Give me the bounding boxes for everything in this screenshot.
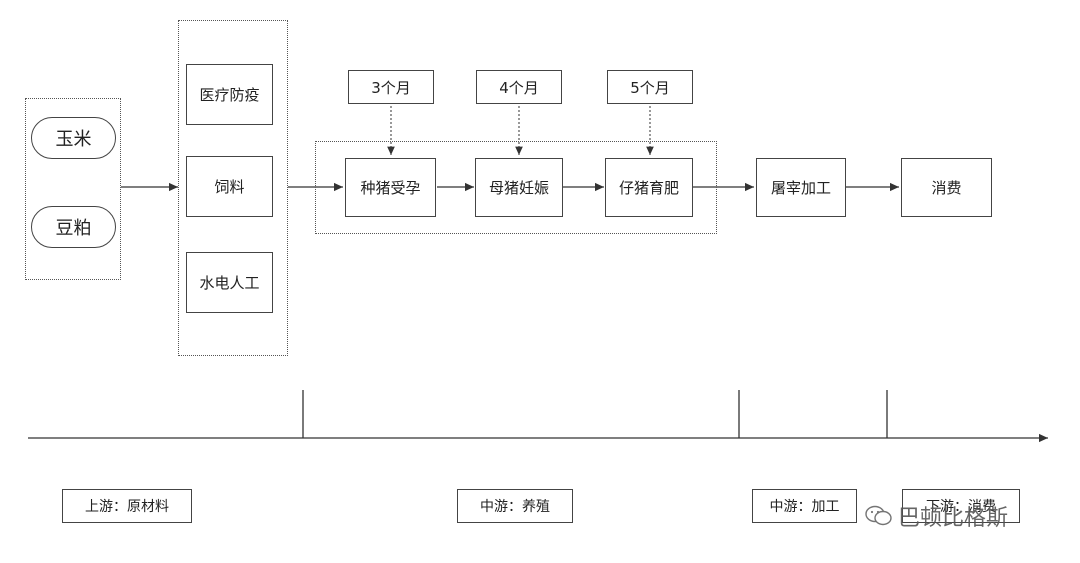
farming-group (315, 141, 717, 234)
feed-node: 饲料 (186, 156, 273, 217)
fattening-node: 仔猪育肥 (605, 158, 693, 217)
raw-materials-group (25, 98, 121, 280)
watermark: 巴顿比格斯 (864, 498, 1008, 534)
wechat-icon (865, 505, 892, 526)
midstream-processing-label: 中游：加工 (752, 489, 857, 523)
inputs-group (178, 20, 288, 356)
duration-3-months: 3个月 (348, 70, 434, 104)
consumption-node: 消费 (901, 158, 992, 217)
upstream-label: 上游：原材料 (62, 489, 192, 523)
duration-4-months: 4个月 (476, 70, 562, 104)
corn-node: 玉米 (31, 117, 116, 159)
breeding-node: 种猪受孕 (345, 158, 436, 217)
duration-5-months: 5个月 (607, 70, 693, 104)
midstream-farming-label: 中游：养殖 (457, 489, 573, 523)
watermark-text: 巴顿比格斯 (898, 506, 1009, 531)
medical-node: 医疗防疫 (186, 64, 273, 125)
downstream-label: 下游：消费 (902, 489, 1020, 523)
slaughter-node: 屠宰加工 (756, 158, 846, 217)
soybean-meal-node: 豆粕 (31, 206, 116, 248)
pregnancy-node: 母猪妊娠 (475, 158, 563, 217)
utilities-node: 水电人工 (186, 252, 273, 313)
